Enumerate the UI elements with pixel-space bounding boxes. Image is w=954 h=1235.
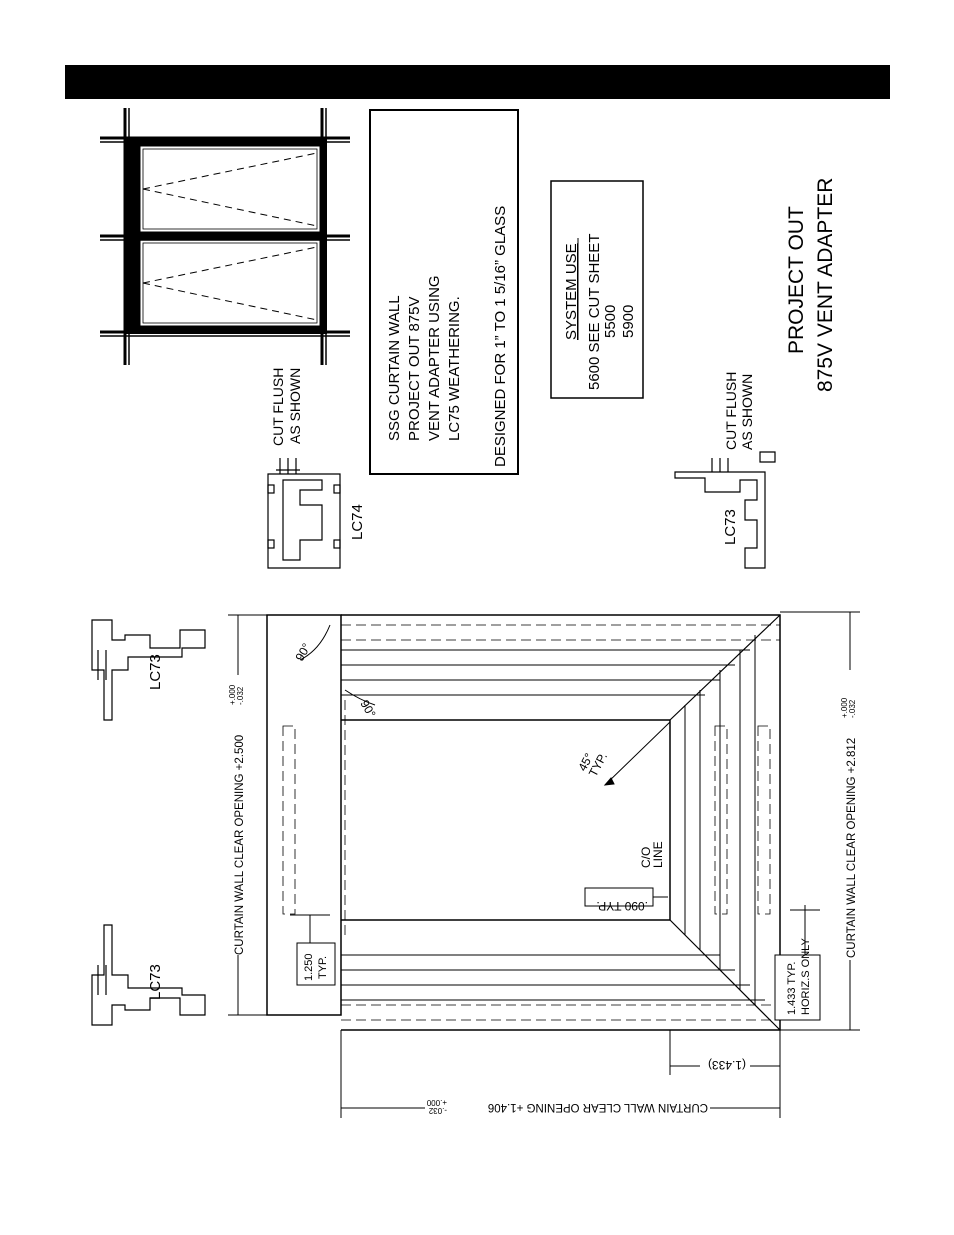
dim-left <box>228 614 267 1016</box>
title-line-1: PROJECT OUT <box>785 206 808 354</box>
system-use-row-2: 5500 <box>602 305 619 338</box>
typ-1250-value: 1.250 <box>303 953 315 981</box>
lc74-label: LC74 <box>349 504 366 540</box>
title-line-2: 875V VENT ADAPTER <box>814 178 837 392</box>
note-line-2: PROJECT OUT 875V <box>406 297 423 442</box>
dim-bottom-label: CURTAIN WALL CLEAR OPENING +1.406 <box>488 1101 708 1113</box>
typ-1250-box <box>290 914 336 986</box>
dim-right-label: CURTAIN WALL CLEAR OPENING +2.812 <box>846 738 858 958</box>
typ-1433-value: 1.433 TYP. <box>786 962 798 1015</box>
lc73-right-label: LC73 <box>722 509 739 545</box>
note-line-3: VENT ADAPTER USING <box>426 275 443 441</box>
dim-right-tol-plus: +.000 <box>840 697 849 718</box>
cut-flush-bottom-2: AS SHOWN <box>739 374 755 450</box>
note-box: SSG CURTAIN WALL PROJECT OUT 875V VENT A… <box>369 109 519 475</box>
dim-left-tol-plus: +.000 <box>228 684 237 705</box>
note-designed: DESIGNED FOR 1” TO 1 5/16” GLASS <box>492 206 509 467</box>
typ-1433-horiz: HORIZ.S ONLY <box>800 938 812 1015</box>
typ-090-box <box>584 887 668 907</box>
typ-1433-box <box>774 905 821 1021</box>
lc73-lower-label: LC73 <box>147 964 164 1000</box>
title-block: PROJECT OUT 875V VENT ADAPTER <box>785 178 837 392</box>
system-use-title: SYSTEM USE <box>563 243 580 340</box>
co-label: C/O <box>639 847 653 868</box>
lc73-upper-label: LC73 <box>147 654 164 690</box>
cut-flush-top-2: AS SHOWN <box>287 368 303 444</box>
system-use-row-3: 5900 <box>620 305 637 338</box>
cut-flush-bottom-1: CUT FLUSH <box>723 372 739 450</box>
note-line-4: LC75 WEATHERING. <box>446 296 463 441</box>
dim-right-tol-minus: -.032 <box>848 699 857 718</box>
system-use-box: SYSTEM USE 5600 SEE CUT SHEET 5500 5900 <box>550 180 644 399</box>
lc73-profile-right <box>674 451 776 569</box>
dim-bottom-tol-minus: -.032 <box>428 1106 447 1115</box>
lc73-profile-lower <box>91 924 206 1026</box>
dim-bottom <box>340 1030 781 1118</box>
lc74-profile <box>267 458 341 569</box>
typ-1250-typ: TYP. <box>317 956 329 979</box>
dim-left-label: CURTAIN WALL CLEAR OPENING +2.500 <box>234 735 246 955</box>
section-frame <box>266 614 781 1031</box>
note-line-1: SSG CURTAIN WALL <box>386 295 403 441</box>
dim-1433-label: (1.433) <box>708 1058 746 1072</box>
window-elevation <box>100 108 350 365</box>
lc73-profile-upper <box>91 619 206 721</box>
angle-90-upper: 90° <box>292 641 313 664</box>
dim-left-tol-minus: -.032 <box>236 686 245 705</box>
co-line-label: LINE <box>651 841 665 868</box>
header-bar <box>65 65 890 99</box>
typ-090: .090 TYP. <box>596 899 648 913</box>
angle-90-lower: 90° <box>357 698 378 721</box>
system-use-row-1: 5600 SEE CUT SHEET <box>586 234 603 390</box>
dim-bottom-tol-plus: +.000 <box>426 1098 447 1107</box>
dim-right <box>780 611 860 1031</box>
angle-annotations <box>299 624 671 786</box>
cut-flush-top-1: CUT FLUSH <box>270 368 286 446</box>
